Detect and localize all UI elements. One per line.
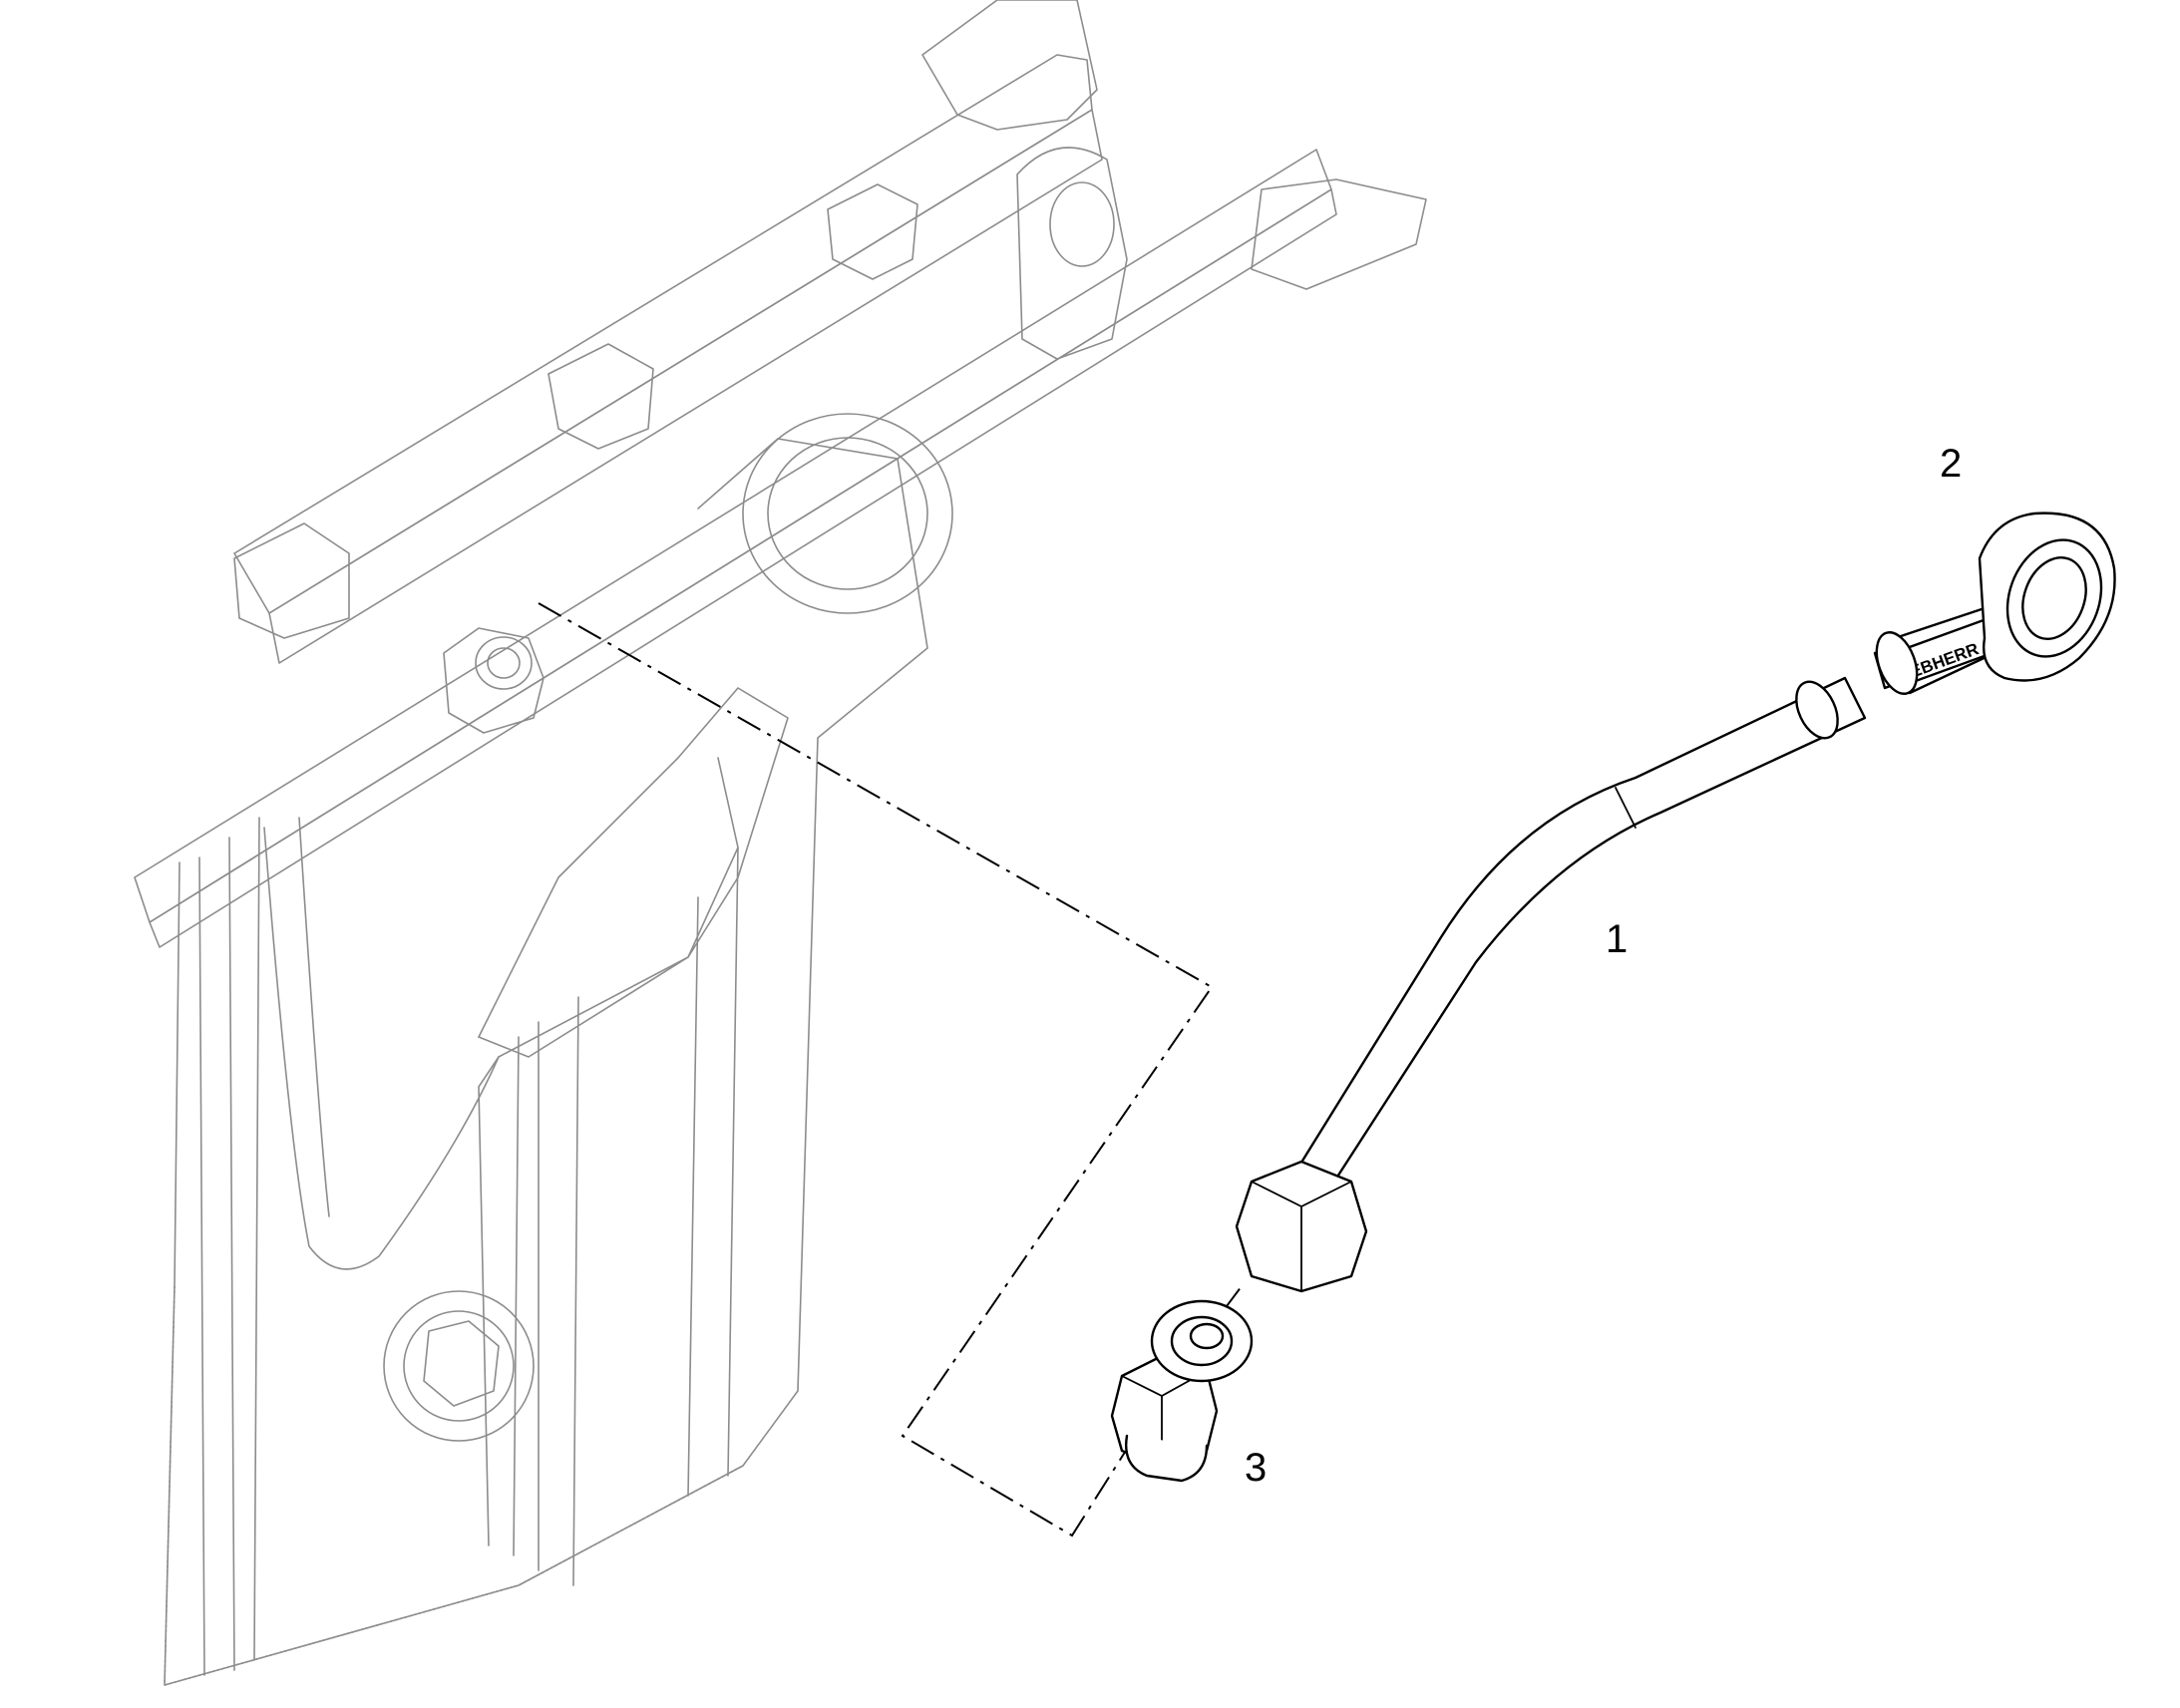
callout-2: 2	[1940, 442, 1962, 486]
callout-3: 3	[1245, 1446, 1267, 1490]
oil-pan-housing	[134, 0, 1427, 1686]
callout-1: 1	[1606, 917, 1628, 961]
adapter-fitting	[1110, 1299, 1254, 1483]
dipstick: LIEBHERR	[1873, 512, 2116, 695]
dipstick-guide-tube	[1235, 676, 1867, 1293]
